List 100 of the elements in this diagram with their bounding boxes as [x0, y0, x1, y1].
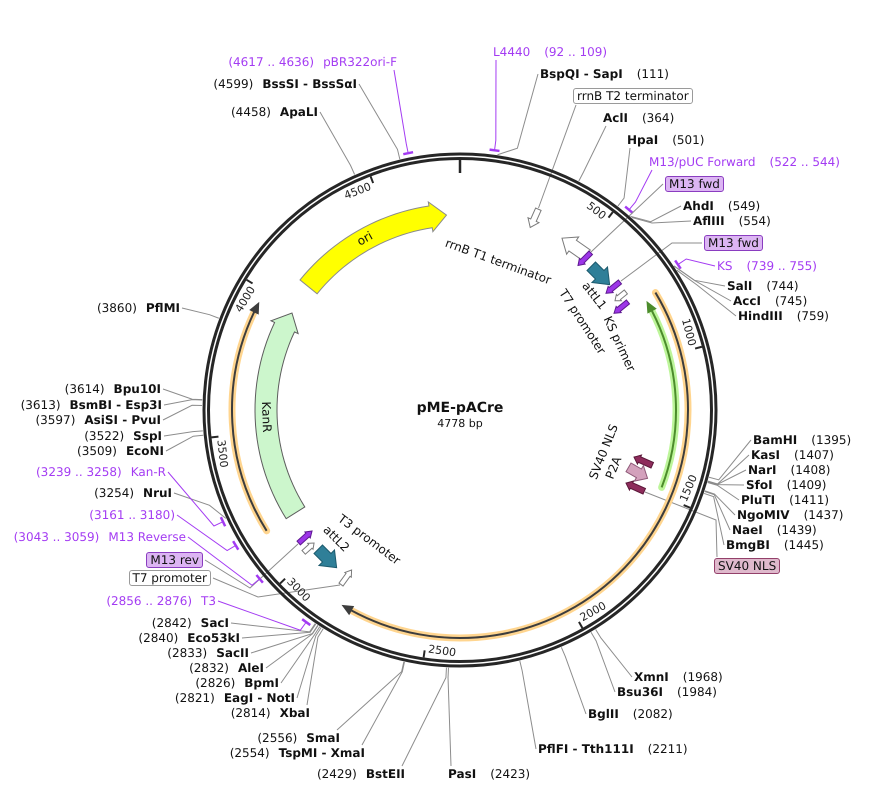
- plasmid-name: pME-pACre: [416, 400, 504, 416]
- feature-tag: SV40 NLS: [714, 558, 780, 574]
- enzyme-name: AsiSI - PvuI: [84, 413, 161, 427]
- leader-line: [590, 632, 616, 692]
- enzyme-name: AhdI: [683, 199, 714, 213]
- enzyme-name: AccI: [733, 294, 761, 308]
- cut-site-position: (3254): [94, 486, 134, 500]
- primer-name: Kan-R: [130, 465, 166, 479]
- primer-range: (522 .. 544): [770, 155, 840, 169]
- cut-site-position: (2082): [632, 707, 673, 721]
- leader-line: [707, 481, 744, 486]
- cut-site-position: (3860): [96, 301, 137, 315]
- leader-line: [488, 60, 501, 152]
- leader-line: [644, 492, 718, 558]
- cut-site-position: (3613): [20, 398, 61, 412]
- leader-line: [266, 624, 319, 668]
- enzyme-name: HpaI: [627, 133, 658, 147]
- enzyme-name: PasI: [448, 767, 476, 781]
- cut-site-position: (1395): [811, 433, 852, 447]
- leader-line: [164, 430, 204, 436]
- cut-site-position: (2840): [138, 631, 178, 645]
- leader-line: [497, 74, 538, 156]
- cut-site-position: (745): [774, 294, 808, 308]
- cut-site-position: (4599): [213, 77, 254, 91]
- leader-line: [280, 626, 320, 684]
- primer-range: (2856 .. 2876): [106, 594, 192, 608]
- leader-line: [676, 270, 736, 316]
- cut-site-position: (2429): [316, 767, 357, 781]
- primer-name: pBR322ori-F: [323, 55, 397, 69]
- primer-range: (92 .. 109): [544, 45, 608, 59]
- cut-site-position: (1445): [784, 538, 824, 552]
- enzyme-name: Eco53kI: [187, 631, 240, 645]
- cut-site-position: (111): [636, 67, 669, 81]
- cut-site-position: (3597): [35, 413, 76, 427]
- leader-line: [230, 622, 316, 632]
- leader-line: [620, 242, 702, 282]
- leader-line: [704, 490, 736, 516]
- enzyme-name: BmgBI: [726, 538, 770, 552]
- leader-line: [630, 206, 682, 222]
- cut-site-position: (2554): [230, 746, 270, 760]
- cut-site-position: (744): [766, 279, 799, 293]
- cut-site-position: (3614): [64, 382, 105, 396]
- leader-line: [617, 148, 630, 206]
- enzyme-name: AflIII: [693, 214, 725, 228]
- cut-site-position: (2826): [195, 676, 236, 690]
- primer-name: L4440: [493, 45, 530, 59]
- leader-line: [218, 600, 312, 631]
- primer-range: (3239 .. 3258): [36, 465, 122, 479]
- cut-site-position: (501): [672, 133, 704, 147]
- cut-site-position: (1409): [786, 478, 826, 492]
- enzyme-name: SspI: [133, 429, 162, 443]
- primer-name: T3: [201, 594, 216, 608]
- enzyme-name: Bpu10I: [114, 382, 161, 396]
- leader-line: [212, 578, 340, 598]
- enzyme-name: EcoNI: [126, 444, 164, 458]
- cut-site-position: (2814): [230, 706, 271, 720]
- primer-name: M13 Reverse: [108, 530, 186, 544]
- cut-site-position: (2842): [152, 616, 192, 630]
- cut-site-position: (1408): [790, 463, 830, 477]
- leader-line: [624, 170, 652, 214]
- enzyme-name: XbaI: [280, 706, 310, 720]
- enzyme-name: NaeI: [732, 523, 763, 537]
- cut-site-position: (2833): [167, 646, 208, 660]
- leader-line: [674, 265, 726, 286]
- leader-line: [674, 258, 716, 270]
- cut-site-position: (759): [796, 309, 829, 323]
- leader-line: [182, 308, 220, 319]
- tick-label: 1000: [678, 317, 699, 348]
- leader-line: [164, 399, 203, 406]
- cut-site-position: (2832): [189, 661, 229, 675]
- enzyme-name: AleI: [238, 661, 264, 675]
- enzyme-name: SfoI: [746, 478, 773, 492]
- tick-label: 1500: [677, 472, 700, 504]
- feature-name: ori: [355, 230, 376, 249]
- enzyme-name: BglII: [588, 707, 619, 721]
- leader-line: [174, 492, 226, 519]
- leader-line: [204, 544, 298, 589]
- plasmid-size: 4778 bp: [437, 417, 483, 430]
- leader-line: [188, 536, 264, 586]
- leader-line: [306, 628, 324, 706]
- enzyme-name: BsmBI - Esp3I: [70, 398, 162, 412]
- cut-site-position: (1968): [682, 670, 723, 684]
- leader-line: [362, 661, 405, 746]
- cut-site-position: (2423): [490, 767, 530, 781]
- enzyme-name: BamHI: [753, 433, 798, 447]
- enzyme-name: PflMI: [146, 301, 180, 315]
- enzyme-name: BspQI - SapI: [540, 67, 623, 81]
- cut-site-position: (2211): [648, 742, 688, 756]
- leader-line: [707, 482, 740, 500]
- leader-line: [631, 217, 692, 224]
- leader-line: [320, 112, 356, 175]
- enzyme-name: NarI: [748, 463, 777, 477]
- leader-line: [336, 661, 404, 730]
- leader-line: [704, 492, 724, 546]
- leader-line: [538, 104, 576, 208]
- leader-line: [242, 623, 316, 638]
- feature-name: KanR: [259, 401, 274, 432]
- enzyme-name: BstEII: [366, 767, 405, 781]
- primer-range: (3043 .. 3059): [14, 530, 100, 544]
- feature-tag: rrnB T2 terminator: [573, 88, 693, 104]
